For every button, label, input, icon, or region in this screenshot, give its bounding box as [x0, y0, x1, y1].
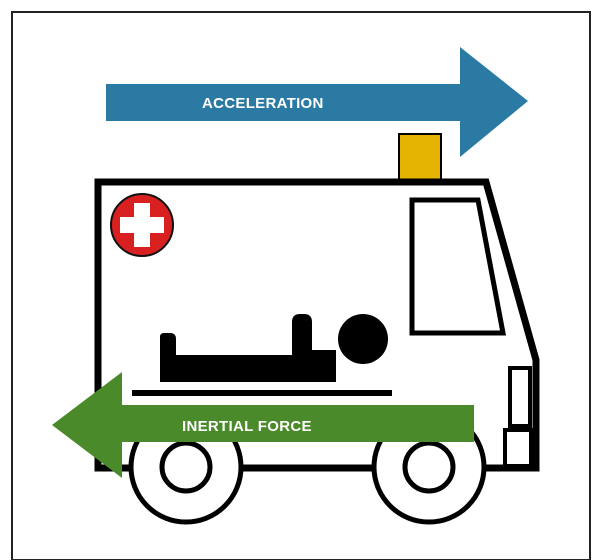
stretcher: [132, 390, 392, 396]
bumper-box: [503, 428, 533, 468]
inertial-force-arrow: [52, 372, 474, 478]
patient-figure-icon: [160, 314, 388, 382]
headlight-box: [508, 366, 532, 428]
siren-light: [398, 133, 442, 183]
inertial-force-label: INERTIAL FORCE: [182, 418, 312, 435]
acceleration-arrow: [106, 47, 528, 157]
acceleration-label: ACCELERATION: [202, 95, 324, 112]
medical-cross-icon: [110, 193, 174, 257]
cab-window: [409, 197, 507, 336]
